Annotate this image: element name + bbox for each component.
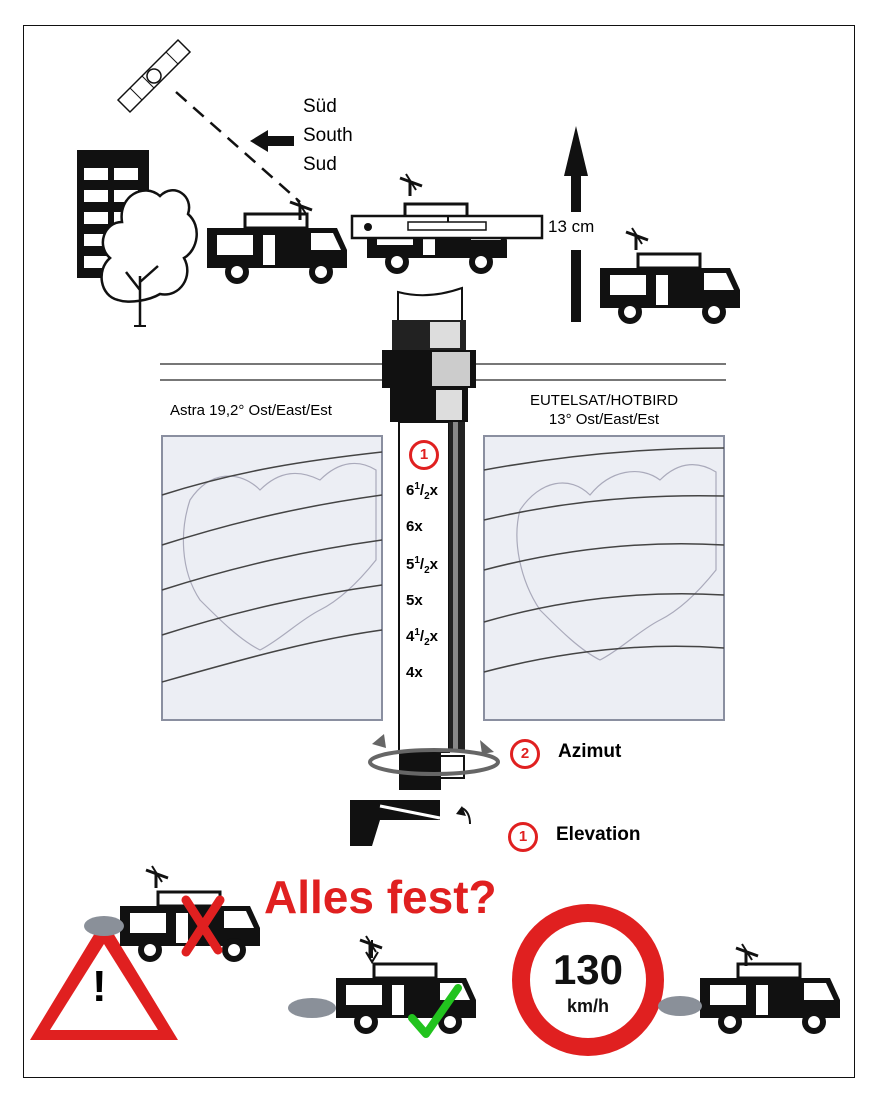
speed-limit-unit: km/h bbox=[566, 996, 609, 1016]
camper-icon bbox=[334, 934, 478, 1036]
cross-icon bbox=[181, 895, 225, 957]
direction-label-it: Sud bbox=[303, 154, 337, 175]
step-badge-3: 1 bbox=[508, 822, 538, 852]
elevation-mark: 4x bbox=[406, 664, 423, 681]
diagram-frame bbox=[23, 25, 855, 1078]
direction-label-de: Süd bbox=[303, 96, 337, 117]
camper-icon bbox=[598, 226, 742, 326]
arrow-up-icon bbox=[564, 126, 588, 322]
warning-headline: Alles fest? bbox=[264, 871, 497, 923]
mast-icon bbox=[350, 286, 476, 846]
step-label-elevation: Elevation bbox=[556, 824, 641, 845]
satellite-icon bbox=[116, 38, 301, 203]
elevation-mark: 41/2x bbox=[406, 627, 438, 648]
step-badge-2: 2 bbox=[510, 739, 540, 769]
direction-label-en: South bbox=[303, 125, 353, 146]
map-title-hotbird-line2: 13° Ost/East/Est bbox=[548, 411, 660, 428]
step-badge-1: 1 bbox=[409, 440, 439, 470]
tree-icon bbox=[100, 189, 198, 327]
elevation-mark: 51/2x bbox=[406, 555, 438, 576]
rotate-arrow-icon bbox=[368, 734, 500, 825]
step-label-azimut: Azimut bbox=[558, 741, 622, 762]
elevation-mark: 61/2x bbox=[406, 481, 438, 502]
spirit-level-icon bbox=[350, 214, 544, 240]
speed-limit-value: 130 bbox=[552, 946, 624, 993]
camper-icon bbox=[205, 196, 349, 286]
astra-map bbox=[161, 435, 383, 721]
elevation-mark: 5x bbox=[406, 592, 423, 609]
map-title-hotbird-line1: EUTELSAT/HOTBIRD bbox=[529, 392, 679, 409]
warning-triangle-icon bbox=[30, 918, 178, 1040]
speed-limit-icon bbox=[512, 904, 664, 1056]
camper-icon bbox=[698, 942, 842, 1036]
warning-exclamation: ! bbox=[92, 962, 107, 1011]
map-title-astra: Astra 19,2° Ost/East/Est bbox=[170, 402, 332, 419]
check-icon bbox=[408, 984, 462, 1038]
arrow-left-icon bbox=[250, 130, 294, 152]
elevation-mark: 6x bbox=[406, 518, 423, 535]
level-measure: 13 cm bbox=[548, 217, 595, 236]
hotbird-map bbox=[483, 435, 725, 721]
